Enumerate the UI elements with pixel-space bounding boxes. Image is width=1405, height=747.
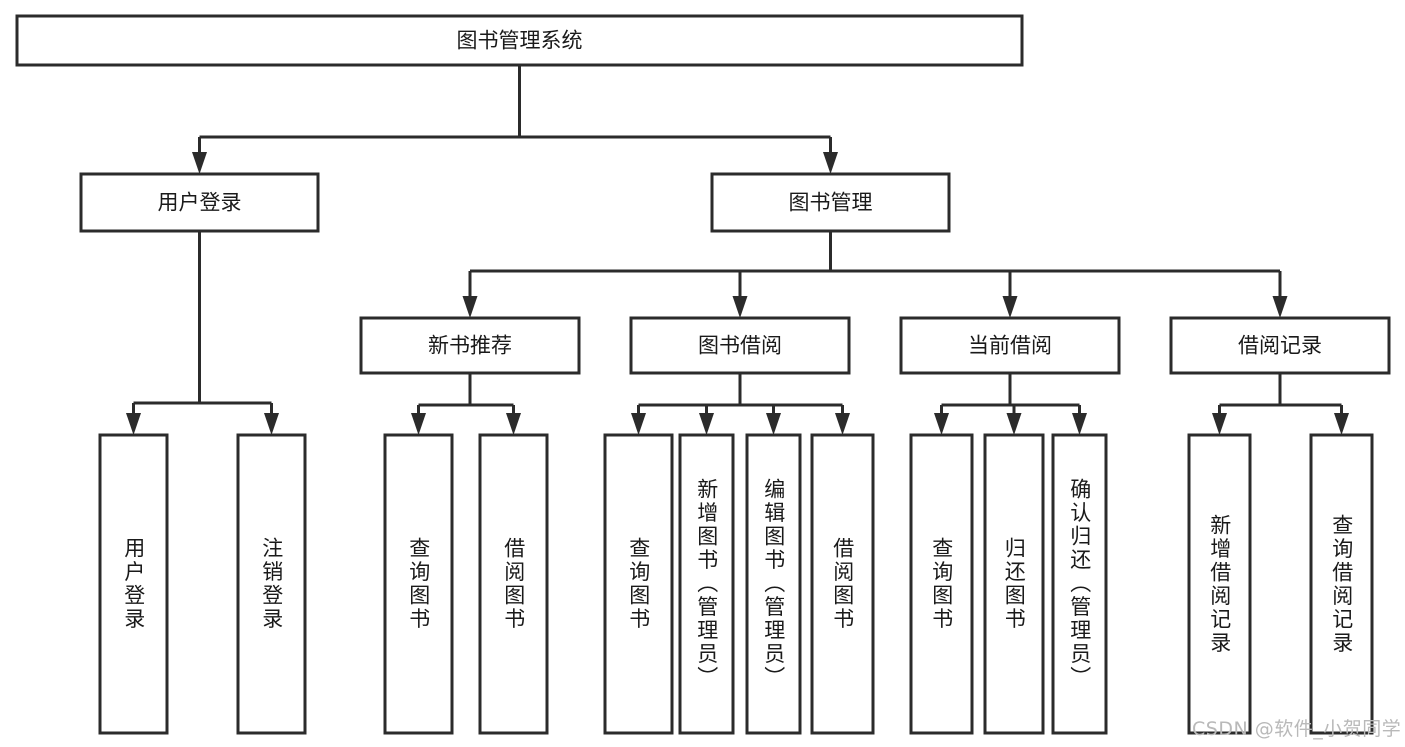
connector-user-login-to-leaf-user-logout bbox=[198, 231, 279, 435]
node-label-borrow-record: 借阅记录 bbox=[1238, 334, 1322, 358]
node-box-leaf-return-book[interactable] bbox=[983, 433, 1045, 735]
connector-book-manage-to-book-borrow bbox=[732, 231, 832, 318]
node-box-book-manage[interactable] bbox=[710, 172, 951, 233]
node-box-leaf-query-book-2[interactable] bbox=[603, 433, 674, 735]
connector-current-borrow-to-leaf-query-book-3 bbox=[934, 373, 1012, 435]
node-label-book-manage: 图书管理 bbox=[789, 191, 873, 215]
node-box-leaf-borrow-book-1[interactable] bbox=[478, 433, 549, 735]
connector-new-book-rec-to-leaf-borrow-book-1 bbox=[468, 373, 521, 435]
connector-book-manage-to-new-book-rec bbox=[462, 231, 832, 318]
node-box-leaf-query-book-1[interactable] bbox=[383, 433, 454, 735]
node-label-new-book-rec: 新书推荐 bbox=[428, 334, 512, 358]
connector-user-login-to-leaf-user-login bbox=[126, 231, 201, 435]
node-box-layer bbox=[15, 14, 1391, 735]
connector-current-borrow-to-leaf-confirm-return bbox=[1008, 373, 1087, 435]
connector-layer bbox=[126, 65, 1349, 435]
node-box-leaf-user-login[interactable] bbox=[98, 433, 169, 735]
csdn-watermark: CSDN @软件_小贺同学 bbox=[1192, 718, 1402, 740]
node-label-current-borrow: 当前借阅 bbox=[968, 334, 1052, 358]
node-box-leaf-add-record[interactable] bbox=[1187, 433, 1252, 735]
connector-new-book-rec-to-leaf-query-book-1 bbox=[411, 373, 472, 435]
node-box-leaf-edit-book[interactable] bbox=[745, 433, 802, 735]
connector-book-manage-to-current-borrow bbox=[829, 231, 1018, 318]
node-box-current-borrow[interactable] bbox=[899, 316, 1121, 375]
node-label-book-borrow: 图书借阅 bbox=[698, 334, 782, 358]
connector-root-to-user-login bbox=[192, 65, 521, 174]
connector-book-manage-to-borrow-record bbox=[829, 231, 1288, 318]
node-box-leaf-user-logout[interactable] bbox=[236, 433, 307, 735]
node-box-leaf-borrow-book-2[interactable] bbox=[810, 433, 875, 735]
node-box-root[interactable] bbox=[15, 14, 1024, 67]
node-box-book-borrow[interactable] bbox=[629, 316, 851, 375]
node-box-borrow-record[interactable] bbox=[1169, 316, 1391, 375]
node-label-user-login: 用户登录 bbox=[158, 191, 242, 215]
node-box-leaf-add-book[interactable] bbox=[678, 433, 735, 735]
node-box-user-login[interactable] bbox=[79, 172, 320, 233]
node-box-leaf-query-record[interactable] bbox=[1309, 433, 1374, 735]
connector-book-borrow-to-leaf-borrow-book-2 bbox=[738, 373, 850, 435]
node-box-leaf-query-book-3[interactable] bbox=[909, 433, 974, 735]
connector-borrow-record-to-leaf-add-record bbox=[1212, 373, 1282, 435]
node-box-new-book-rec[interactable] bbox=[359, 316, 581, 375]
node-label-root: 图书管理系统 bbox=[457, 29, 583, 53]
connector-borrow-record-to-leaf-query-record bbox=[1278, 373, 1349, 435]
node-box-leaf-confirm-return[interactable] bbox=[1051, 433, 1108, 735]
connector-root-to-book-manage bbox=[518, 65, 838, 174]
